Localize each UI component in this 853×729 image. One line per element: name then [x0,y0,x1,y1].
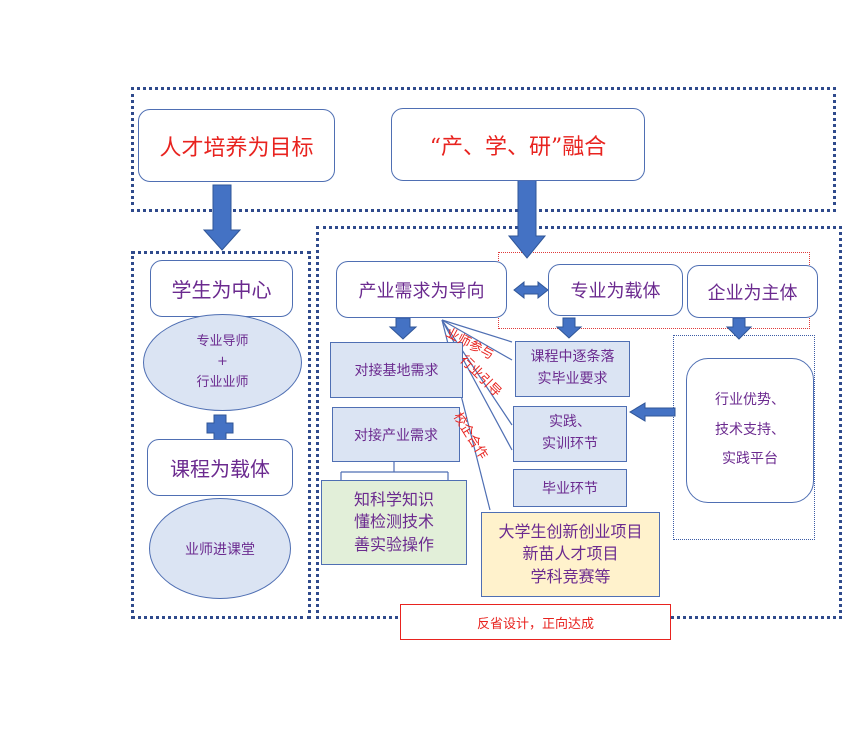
projects-line: 大学生创新创业项目 [498,521,643,541]
skills-line: 善实验操作 [353,534,434,554]
dock-base-label: 对接基地需求 [354,363,439,379]
dock-industry-label: 对接产业需求 [354,427,438,444]
course-carrier-label: 课程为载体 [170,457,270,481]
talent-goal-box: 人才培养为目标 [138,109,335,182]
left-region [131,251,311,619]
skills-line: 懂检测技术 [353,512,434,532]
projects-line: 学科竞赛等 [530,566,611,586]
course-carrier-box: 课程为载体 [147,439,293,496]
mentor-plus: + [217,354,228,370]
student-center-box: 学生为中心 [150,260,293,317]
enterprise-detail-line: 行业优势、 [715,392,785,409]
practice-box: 实践、 实训环节 [513,406,627,462]
skills-line: 知科学知识 [353,489,434,509]
practice-line: 实践、 [549,414,591,431]
industry-demand-box: 产业需求为导向 [336,261,507,318]
double-arrow [513,280,549,300]
graduation-label: 毕业环节 [542,481,598,497]
dock-industry-box: 对接产业需求 [332,407,460,462]
integration-label: “产、学、研”融合 [429,134,607,160]
course-req-box: 课程中逐条落 实毕业要求 [515,341,630,397]
enterprise-main-label: 企业为主体 [707,282,798,304]
major-carrier-box: 专业为载体 [548,264,683,316]
industry-demand-label: 产业需求为导向 [358,280,485,302]
reflect-box: 反省设计，正向达成 [400,604,671,640]
down-arrow-demand [388,317,418,340]
enterprise-detail-line: 实践平台 [722,451,778,468]
course-req-line: 实毕业要求 [537,371,608,387]
dock-base-box: 对接基地需求 [330,342,463,398]
mentor-lecture-oval: 业师进课堂 [149,498,291,599]
plus-icon [206,414,234,442]
major-carrier-label: 专业为载体 [570,281,661,302]
left-arrow-enterprise [629,402,676,422]
enterprise-detail-line: 技术支持、 [715,421,785,438]
student-center-label: 学生为中心 [171,278,272,302]
course-req-line: 课程中逐条落 [530,349,615,366]
reflect-label: 反省设计，正向达成 [476,616,594,632]
mentor-lecture-label: 业师进课堂 [185,541,255,558]
integration-box: “产、学、研”融合 [391,108,645,181]
graduation-box: 毕业环节 [513,469,627,507]
down-arrow-enterprise [725,317,753,340]
down-arrow-major [555,317,583,339]
enterprise-region [673,335,815,540]
mentor-line1: 专业导师 [196,334,249,350]
enterprise-detail-box: 行业优势、 技术支持、 实践平台 [686,358,814,503]
projects-box: 大学生创新创业项目 新苗人才项目 学科竞赛等 [481,512,660,597]
talent-goal-label: 人才培养为目标 [159,135,314,161]
skills-box: 知科学知识 懂检测技术 善实验操作 [321,480,467,565]
projects-line: 新苗人才项目 [522,544,619,564]
mentor-oval: 专业导师 + 行业业师 [143,314,302,411]
top-region [131,87,836,212]
mentor-line2: 行业业师 [196,374,249,390]
enterprise-main-box: 企业为主体 [687,265,818,318]
down-arrow-talent [202,184,242,251]
practice-line: 实训环节 [542,436,598,452]
down-arrow-integration [507,179,547,259]
